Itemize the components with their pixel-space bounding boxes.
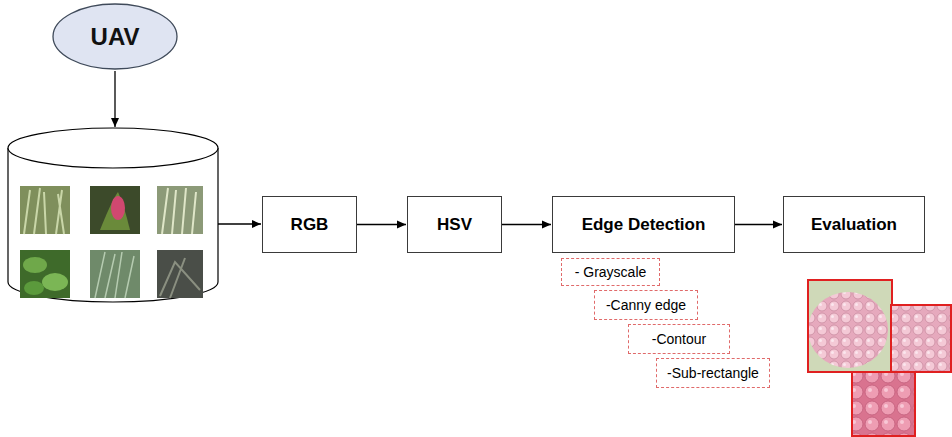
- process-box: Evaluation: [783, 196, 925, 253]
- arrow-line: [114, 71, 115, 127]
- node-label: Edge Detection: [582, 215, 706, 235]
- step-box: -Contour: [628, 324, 730, 354]
- process-box: HSV: [407, 196, 502, 253]
- plant-thumbnails: [20, 186, 203, 298]
- database-cylinder: [8, 128, 218, 302]
- node-label: -Sub-rectangle: [667, 365, 759, 381]
- process-box: Edge Detection: [552, 196, 735, 253]
- arrow-connector: [357, 224, 406, 225]
- node-label: - Grayscale: [575, 264, 647, 280]
- step-box: - Grayscale: [561, 258, 660, 286]
- node-label: Evaluation: [811, 215, 897, 235]
- step-box: -Canny edge: [594, 290, 698, 320]
- evaluation-photos: [808, 280, 951, 436]
- process-box: RGB: [262, 196, 357, 253]
- step-box: -Sub-rectangle: [656, 358, 770, 388]
- node-label: -Contour: [652, 331, 706, 347]
- node-label: HSV: [437, 215, 472, 235]
- node-label: UAV: [91, 23, 140, 51]
- arrow-connector: [735, 224, 782, 225]
- arrow-connector: [502, 224, 551, 225]
- node-label: -Canny edge: [606, 297, 686, 313]
- node-label: RGB: [291, 215, 329, 235]
- arrow-line: [218, 223, 261, 224]
- uav-ellipse: UAV: [52, 3, 178, 70]
